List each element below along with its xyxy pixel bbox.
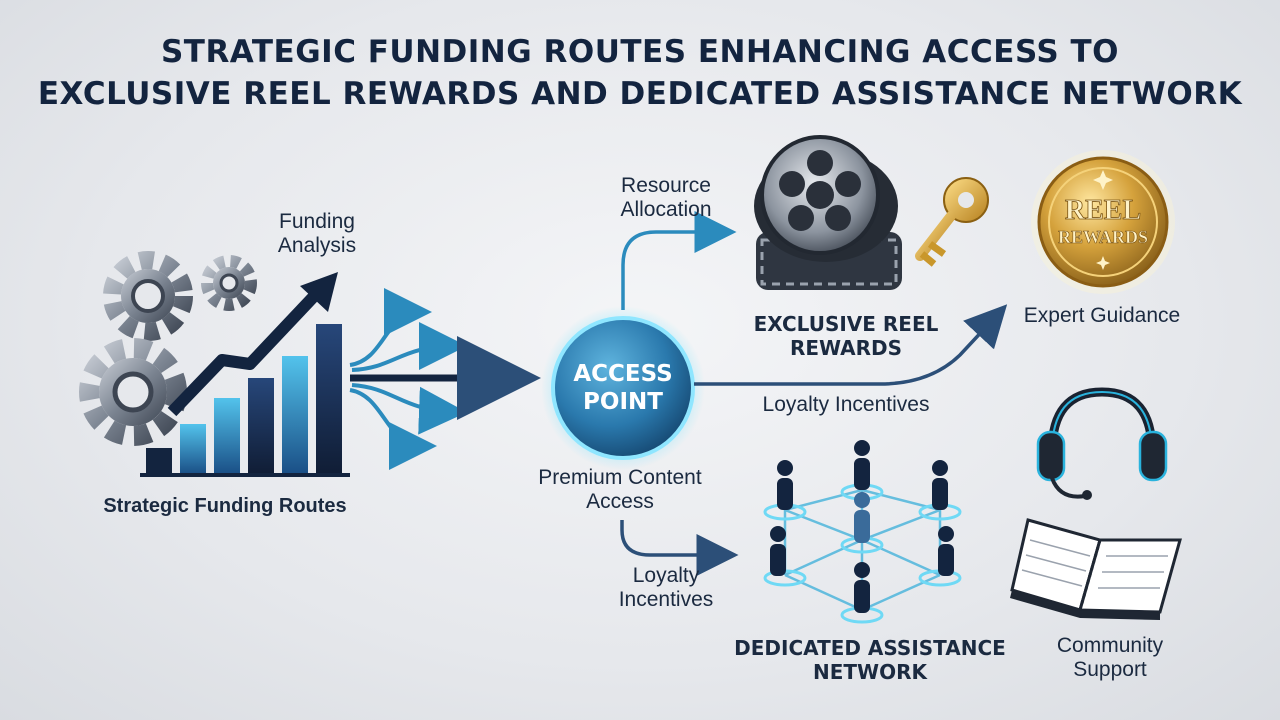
title-line-2: EXCLUSIVE REEL REWARDS AND DEDICATED ASS…	[37, 76, 1243, 112]
label-premium-content-access: Premium Content Access	[538, 466, 702, 513]
headset-icon	[1036, 387, 1168, 500]
label-resource-allocation: Resource Allocation	[620, 174, 712, 221]
coin-icon: REEL REWARDS	[1031, 150, 1175, 294]
label-strategic-funding-routes: Strategic Funding Routes	[103, 495, 347, 517]
coin-text-line-1: REEL	[1065, 195, 1141, 226]
connector-loyalty-incentives	[620, 520, 739, 576]
access-point-node[interactable]	[541, 306, 705, 470]
label-funding-analysis: Funding Analysis	[277, 210, 357, 257]
label-expert-guidance: Expert Guidance	[1023, 304, 1181, 327]
label-community-support: Community Support	[1056, 634, 1164, 681]
large-gear-icon	[79, 338, 187, 446]
label-loyalty-incentives-right: Loyalty Incentives	[762, 393, 930, 416]
label-loyalty-incentives-left: Loyalty Incentives	[618, 564, 714, 611]
notebook-icon	[1010, 518, 1182, 620]
label-dedicated-assistance-network: DEDICATED ASSISTANCE NETWORK	[734, 636, 1006, 684]
connector-expert-guidance	[694, 304, 1008, 386]
coin-text-line-2: REWARDS	[1058, 227, 1148, 247]
growth-chart-icon	[140, 272, 350, 477]
label-exclusive-reel-rewards: EXCLUSIVE REEL REWARDS	[753, 312, 939, 360]
access-point-label[interactable]: ACCESS POINT	[573, 361, 673, 415]
arrow-fan-icon	[349, 288, 541, 470]
title-line-1: STRATEGIC FUNDING ROUTES ENHANCING ACCES…	[160, 34, 1120, 70]
people-network-icon	[763, 440, 962, 624]
film-reel-icon	[754, 135, 902, 290]
connector-resource-allocation	[621, 211, 737, 310]
small-gear-icon	[201, 255, 257, 311]
key-icon	[915, 177, 989, 267]
gear-icon	[103, 251, 193, 341]
